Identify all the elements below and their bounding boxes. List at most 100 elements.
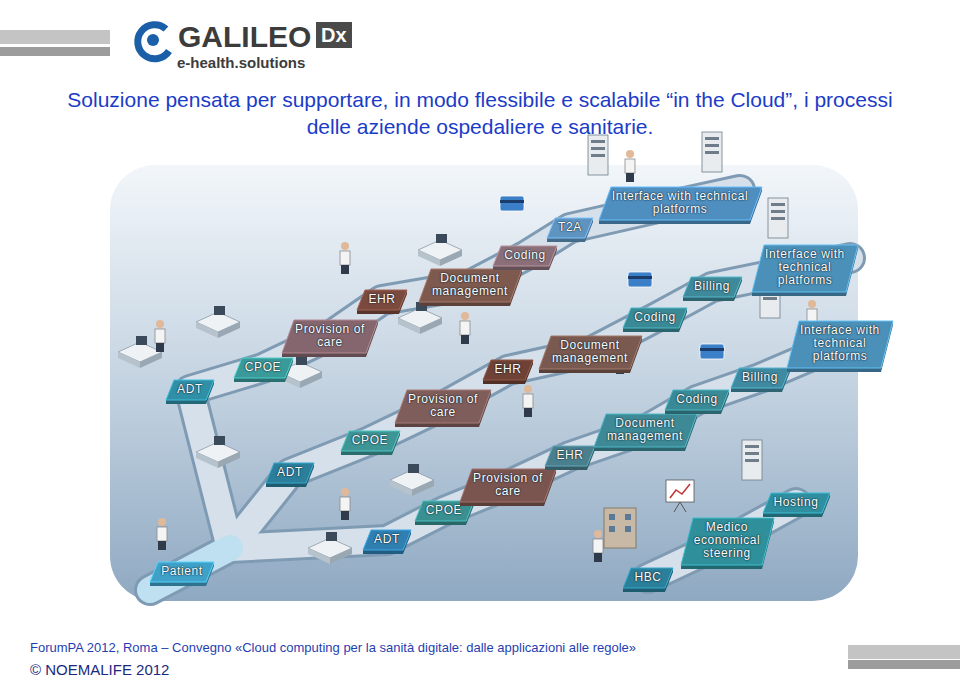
tile-label: Provision of care — [472, 472, 544, 499]
tile-label: Provision of care — [294, 323, 366, 350]
tile-label: Provision of care — [407, 393, 479, 420]
tile-label: Billing — [741, 371, 780, 384]
tile-label: Coding — [633, 311, 677, 324]
tile-top — [166, 380, 214, 400]
tile-edge — [234, 378, 285, 382]
tile-top — [363, 530, 411, 550]
process-tile: Interface with technical platforms — [787, 321, 893, 368]
tile-top — [681, 518, 774, 565]
logo-tagline: e-health.solutions — [177, 55, 305, 70]
tile-edge — [665, 410, 721, 414]
tile-edge — [599, 220, 750, 224]
chart-leg — [674, 502, 680, 512]
tile-top — [282, 320, 378, 353]
process-tile: ADT — [363, 530, 411, 550]
tile-top — [623, 568, 673, 588]
process-tile: Provision of care — [282, 320, 378, 353]
logo-swirl — [138, 25, 169, 59]
footer-note: ForumPA 2012, Roma – Convegno «Cloud com… — [30, 641, 636, 654]
server-icon — [742, 440, 762, 480]
tile-edge — [623, 328, 679, 332]
tile-label: EHR — [493, 363, 523, 376]
tile-top — [763, 493, 830, 513]
tile-edge — [150, 582, 206, 586]
process-tile: ADT — [266, 463, 314, 483]
logo-wordmark: GALILEO — [178, 22, 311, 52]
building-window — [609, 526, 615, 532]
tile-label: Billing — [693, 280, 732, 293]
tile-top — [599, 187, 762, 220]
grey-bar — [0, 30, 110, 44]
tile-edge — [419, 302, 510, 306]
building — [604, 508, 636, 548]
process-tile: Interface with technical platforms — [599, 187, 762, 220]
tile-top — [539, 336, 642, 369]
tile-label: CPOE — [425, 504, 464, 517]
tile-edge — [266, 483, 306, 487]
tile-label: EHR — [367, 293, 397, 306]
slide-title: Soluzione pensata per supportare, in mod… — [55, 86, 905, 140]
tile-top — [623, 308, 687, 328]
person-icon — [340, 488, 350, 520]
card-icon — [500, 196, 524, 211]
tile-top — [341, 431, 400, 451]
process-tile: ADT — [166, 380, 214, 400]
tile-edge — [763, 513, 822, 517]
tile-top — [752, 245, 858, 292]
desk-icon — [390, 464, 434, 496]
process-tile: Coding — [493, 246, 557, 266]
process-tile: Document management — [419, 269, 522, 302]
process-tile: Patient — [150, 562, 214, 582]
tile-label: Patient — [160, 565, 204, 578]
tile-edge — [681, 565, 762, 569]
process-tile: Document management — [539, 336, 642, 369]
tile-label: Coding — [503, 249, 547, 262]
tile-top — [357, 290, 407, 310]
tile-label: T2A — [557, 221, 583, 234]
tile-label: CPOE — [244, 361, 283, 374]
process-tile: CPOE — [341, 431, 400, 451]
tile-edge — [357, 310, 399, 314]
tile-top — [665, 390, 729, 410]
illustration-panel — [110, 165, 858, 601]
building-window — [609, 514, 615, 520]
tile-label: Document management — [606, 417, 685, 444]
tile-label: Coding — [675, 393, 719, 406]
grey-bar — [848, 660, 960, 669]
person-icon — [625, 150, 635, 182]
process-tile: EHR — [357, 290, 407, 310]
process-tile: Coding — [665, 390, 729, 410]
tile-edge — [282, 353, 366, 357]
tile-edge — [341, 451, 392, 455]
tile-top — [395, 390, 491, 423]
tile-label: Document management — [551, 339, 630, 366]
tile-top — [683, 277, 742, 297]
process-tile: HBC — [623, 568, 673, 588]
process-tile: Coding — [623, 308, 687, 328]
tile-label: ADT — [176, 383, 204, 396]
pathway-edge — [150, 548, 230, 590]
pathway — [150, 548, 230, 590]
tile-label: HBC — [633, 571, 663, 584]
process-tile: T2A — [547, 218, 593, 238]
tile-top — [787, 321, 893, 368]
card-icon — [700, 344, 724, 359]
tile-edge — [363, 550, 403, 554]
process-tile: Interface with technical platforms — [752, 245, 858, 292]
tile-top — [545, 446, 595, 466]
person-icon — [155, 320, 165, 352]
tile-label: ADT — [276, 466, 304, 479]
logo-badge: Dx — [316, 22, 352, 48]
tile-top — [150, 562, 214, 582]
tile-edge — [415, 521, 466, 525]
tile-edge — [752, 292, 846, 296]
logo-dot — [147, 34, 159, 46]
desk-icon — [308, 532, 352, 564]
tile-label: ADT — [373, 533, 401, 546]
tile-edge — [731, 388, 782, 392]
tile-edge — [623, 588, 665, 592]
tile-label: Interface with technical platforms — [799, 324, 881, 364]
process-tile: Hosting — [763, 493, 830, 513]
grey-bar — [848, 645, 960, 659]
tile-label: CPOE — [351, 434, 390, 447]
